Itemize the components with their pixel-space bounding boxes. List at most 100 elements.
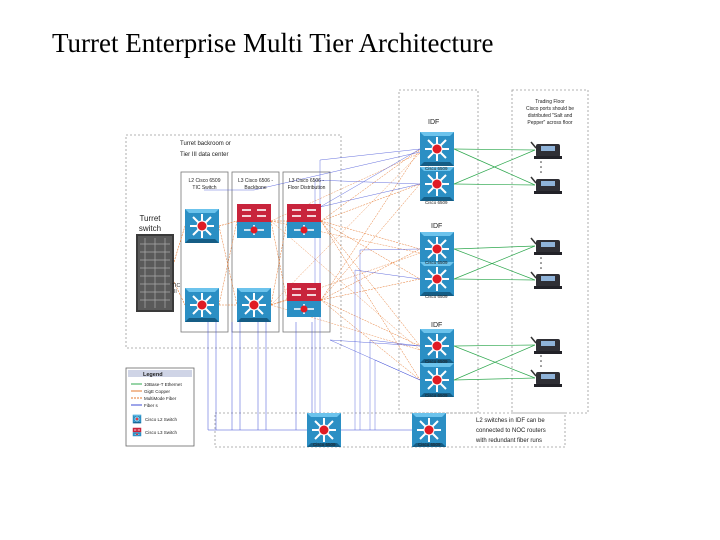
- column-box-floor: [282, 171, 331, 333]
- ethernet-link: [453, 183, 536, 186]
- l2-switch-icon: [132, 414, 142, 424]
- ethernet-link: [453, 344, 536, 381]
- turret-switch-label: Turret: [139, 214, 161, 223]
- gige-link: [270, 220, 288, 301]
- fiber-s-link: [359, 248, 421, 251]
- device-label: Cisco 6509: [313, 442, 336, 447]
- gige-link: [218, 225, 238, 306]
- fiber-s-link: [253, 151, 421, 191]
- note-text: with redundant fiber runs: [475, 438, 542, 444]
- zone-label: Tier III data center: [180, 152, 228, 158]
- fiber-link: [320, 148, 421, 301]
- column-label: L3 Cisco 6506 -: [238, 178, 273, 184]
- device-label: Cisco 6509: [425, 166, 448, 171]
- l2-switch-icon: [419, 166, 455, 202]
- fiber-link: [320, 148, 421, 222]
- fiber-s-link: [354, 269, 421, 280]
- tic-label: II: [174, 289, 177, 295]
- turret-phone-icon: [530, 336, 563, 355]
- l2-switch-icon: [419, 362, 455, 398]
- tic-label: TIC: [172, 283, 180, 289]
- fiber-s-link: [314, 179, 421, 185]
- trading-floor-label: Trading Floor: [535, 99, 565, 105]
- idf-label: IDF: [428, 119, 439, 126]
- legend-title: Legend: [143, 372, 163, 378]
- ethernet-link: [453, 278, 536, 281]
- turret-phone-icon: [530, 176, 563, 195]
- l3-switch-icon: [132, 427, 142, 437]
- trading-floor-label: Cisco ports should be: [526, 106, 574, 112]
- ethernet-link: [453, 245, 536, 250]
- fiber-link: [270, 152, 421, 306]
- column-label: Backbone: [244, 185, 266, 191]
- gige-link: [173, 225, 186, 263]
- l3-switch-icon: [236, 203, 272, 239]
- fiber-link: [320, 299, 421, 347]
- fiber-link: [270, 252, 421, 306]
- device-label: Cisco 6509: [425, 260, 448, 265]
- column-label: Floor Distribution: [288, 185, 326, 191]
- ethernet-link: [453, 148, 536, 151]
- legend-item: GigE Copper: [144, 389, 171, 394]
- ethernet-link: [453, 245, 536, 280]
- device-label: Cisco 6509: [425, 200, 448, 205]
- page-title: Turret Enterprise Multi Tier Architectur…: [52, 28, 494, 58]
- idf-label: IDF: [431, 223, 442, 230]
- legend-item: Cisco L2 Switch: [145, 417, 178, 422]
- fiber-link: [320, 248, 421, 301]
- legend-item: 10Base-T Ethernet: [144, 382, 182, 387]
- column-label: L2 Cisco 6509: [189, 178, 221, 184]
- gige-link: [270, 299, 288, 306]
- legend-item: Cisco L3 Switch: [145, 430, 178, 435]
- device-label: Cisco 6509: [418, 442, 441, 447]
- note-text: connected to NOC routers: [476, 428, 546, 434]
- zone-label: Turret backroom or: [180, 141, 231, 147]
- gige-link: [270, 220, 288, 306]
- ethernet-link: [453, 344, 536, 347]
- turret-phone-icon: [530, 237, 563, 256]
- column-label: L3 Cisco 6506 -: [289, 178, 324, 184]
- l3-switch-icon: [286, 282, 322, 318]
- ethernet-link: [453, 248, 536, 281]
- ethernet-link: [453, 149, 536, 185]
- fiber-s-link: [319, 183, 421, 208]
- l2-switch-icon: [419, 328, 455, 364]
- column-label: TIC Switch: [192, 185, 216, 191]
- fiber-s-link: [319, 148, 421, 208]
- gige-link: [173, 281, 186, 306]
- fiber-link: [320, 278, 421, 301]
- fiber-s-link: [369, 339, 421, 347]
- turret-phone-icon: [530, 369, 563, 388]
- l2-switch-icon: [184, 287, 220, 323]
- legend-item: Fiber s: [144, 403, 159, 408]
- turret-backroom-zone: [125, 134, 342, 349]
- l2-switch-icon: [236, 287, 272, 323]
- trading-floor-label: distributed "Salt and: [528, 113, 573, 119]
- trading-floor-label: Pepper" across floor: [527, 120, 572, 126]
- l3-switch-icon: [286, 203, 322, 239]
- fiber-link: [320, 220, 421, 250]
- gige-link: [218, 220, 238, 227]
- idf-label: IDF: [431, 322, 442, 329]
- turret-switch-label: switch: [139, 224, 161, 233]
- fiber-link: [320, 220, 421, 381]
- gige-link: [218, 220, 238, 306]
- fiber-link: [320, 220, 421, 347]
- column-box-l2: [180, 171, 229, 333]
- l2-switch-icon: [419, 261, 455, 297]
- turret-phone-icon: [530, 141, 563, 160]
- l2-switch-icon: [184, 208, 220, 244]
- note-text: L2 switches in IDF can be: [476, 418, 545, 424]
- l2-switch-icon: [419, 131, 455, 167]
- device-label: Cisco 6509: [425, 393, 448, 398]
- ethernet-link: [453, 377, 536, 381]
- fiber-s-link: [319, 148, 421, 161]
- trading-floor-zone: [511, 89, 589, 414]
- legend-item: MultiMode Fiber: [144, 396, 177, 401]
- ethernet-link: [453, 345, 536, 379]
- fiber-s-link: [374, 359, 421, 381]
- device-label: Cisco 6509: [425, 294, 448, 299]
- fiber-s-link: [329, 339, 421, 347]
- fiber-link: [320, 183, 421, 222]
